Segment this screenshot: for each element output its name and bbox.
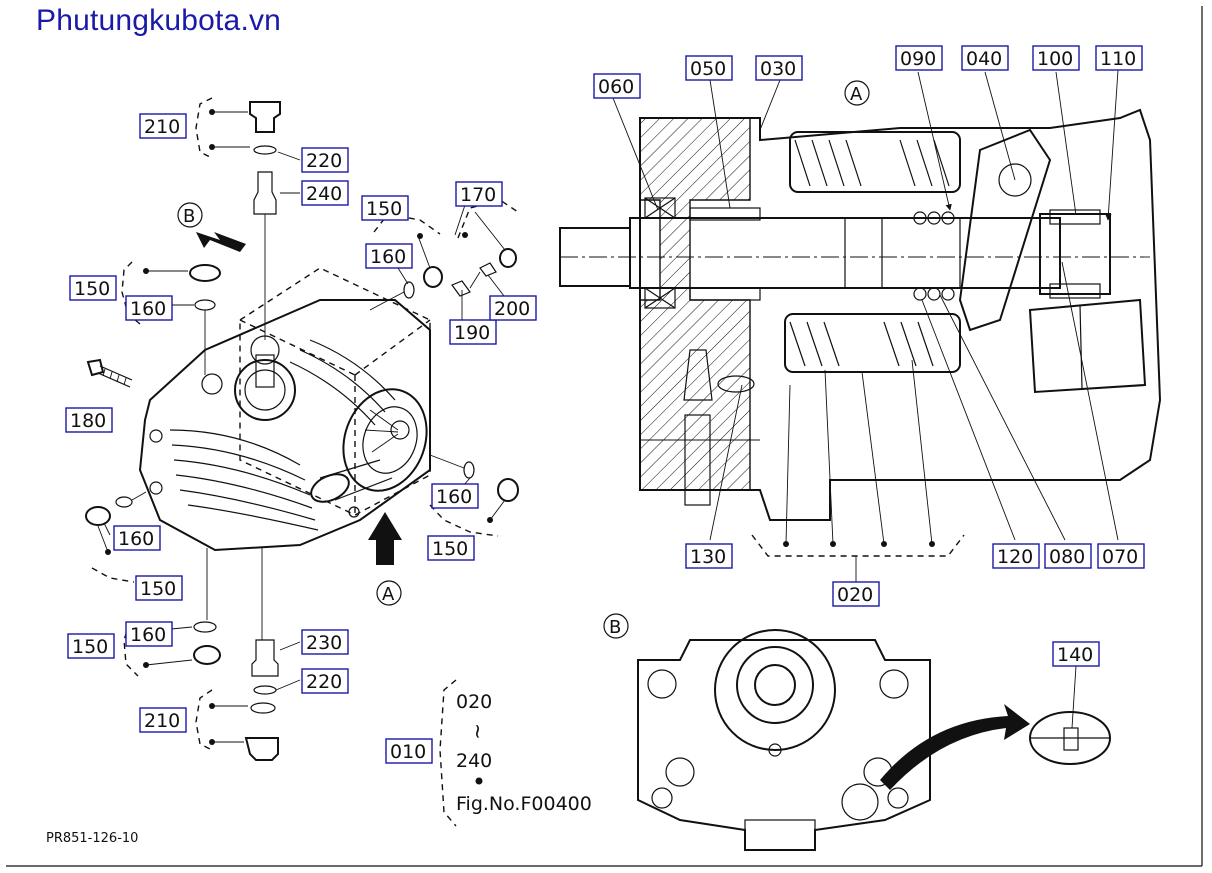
- view-marker-a-left: A: [376, 580, 402, 606]
- view-b-detail: [637, 629, 1111, 851]
- callout-040: 040: [961, 45, 1009, 71]
- svg-text:150: 150: [366, 198, 402, 220]
- callout-160-left-upper: 160: [125, 295, 173, 321]
- svg-text:010: 010: [390, 741, 426, 763]
- svg-text:B: B: [183, 206, 195, 227]
- callout-180: 180: [65, 407, 113, 433]
- callout-240-top: 240: [301, 180, 349, 206]
- callout-210-top: 210: [139, 113, 187, 139]
- range-tilde: ~: [466, 723, 490, 740]
- svg-text:140: 140: [1057, 644, 1093, 666]
- view-a-arrow: [368, 512, 402, 565]
- callout-230: 230: [301, 629, 349, 655]
- callout-150-bottom: 150: [67, 633, 115, 659]
- svg-text:A: A: [850, 84, 863, 105]
- page-frame: [6, 6, 1203, 867]
- view-marker-a-right: A: [844, 80, 870, 106]
- svg-text:050: 050: [690, 58, 726, 80]
- svg-text:070: 070: [1102, 546, 1138, 568]
- svg-text:220: 220: [306, 150, 342, 172]
- figure-number: Fig.No.F00400: [456, 793, 592, 815]
- callout-200: 200: [489, 295, 537, 321]
- svg-text:160: 160: [130, 298, 166, 320]
- range-end: 240: [456, 750, 492, 772]
- callout-160-right-lower: 160: [431, 483, 479, 509]
- callout-070: 070: [1097, 543, 1145, 569]
- callout-150-left-lower: 150: [135, 575, 183, 601]
- watermark-logo: Phutungkubota.vn: [36, 4, 282, 37]
- detail-arrow: [880, 704, 1030, 790]
- callout-220-top: 220: [301, 147, 349, 173]
- svg-text:150: 150: [432, 538, 468, 560]
- svg-text:150: 150: [74, 278, 110, 300]
- svg-text:210: 210: [144, 116, 180, 138]
- callout-160-bottom: 160: [125, 621, 173, 647]
- view-marker-b-left: B: [177, 202, 203, 228]
- svg-text:160: 160: [130, 624, 166, 646]
- callout-060: 060: [593, 73, 641, 99]
- pump-cross-section-view: [559, 69, 1162, 582]
- svg-text:230: 230: [306, 632, 342, 654]
- callout-120: 120: [992, 543, 1040, 569]
- range-dot: [475, 777, 483, 785]
- callout-160-left-lower: 160: [113, 525, 161, 551]
- svg-text:110: 110: [1100, 48, 1136, 70]
- callout-150-left-upper: 150: [69, 275, 117, 301]
- svg-text:220: 220: [306, 671, 342, 693]
- callout-150-right-upper: 150: [361, 195, 409, 221]
- range-start: 020: [456, 691, 492, 713]
- svg-text:180: 180: [70, 410, 106, 432]
- svg-text:190: 190: [454, 322, 490, 344]
- drawing-code: PR851-126-10: [46, 831, 138, 846]
- view-marker-b-right: B: [603, 613, 629, 639]
- callout-140: 140: [1052, 641, 1100, 667]
- callout-020-section: 020: [832, 581, 880, 607]
- svg-text:090: 090: [900, 48, 936, 70]
- callout-150-right-lower: 150: [427, 535, 475, 561]
- callout-050: 050: [685, 55, 733, 81]
- svg-text:170: 170: [460, 184, 496, 206]
- callout-190: 190: [449, 319, 497, 345]
- svg-text:B: B: [609, 617, 621, 638]
- svg-text:150: 150: [72, 636, 108, 658]
- svg-text:080: 080: [1049, 546, 1085, 568]
- svg-text:100: 100: [1037, 48, 1073, 70]
- svg-text:150: 150: [140, 578, 176, 600]
- svg-text:160: 160: [370, 246, 406, 268]
- svg-text:040: 040: [966, 48, 1002, 70]
- callout-090: 090: [895, 45, 943, 71]
- callout-080: 080: [1044, 543, 1092, 569]
- callout-010: 010: [385, 738, 433, 764]
- svg-text:030: 030: [760, 58, 796, 80]
- view-b-arrow: [196, 232, 246, 252]
- svg-text:160: 160: [436, 486, 472, 508]
- svg-text:160: 160: [118, 528, 154, 550]
- callout-170: 170: [455, 181, 503, 207]
- svg-text:120: 120: [997, 546, 1033, 568]
- callout-110: 110: [1095, 45, 1143, 71]
- callout-030: 030: [755, 55, 803, 81]
- svg-text:240: 240: [306, 183, 342, 205]
- callout-100: 100: [1032, 45, 1080, 71]
- callout-220-bottom: 220: [301, 668, 349, 694]
- svg-text:060: 060: [598, 76, 634, 98]
- svg-text:210: 210: [144, 710, 180, 732]
- callout-160-right-upper: 160: [365, 243, 413, 269]
- callout-210-bottom: 210: [139, 707, 187, 733]
- svg-text:020: 020: [837, 584, 873, 606]
- callout-130: 130: [685, 543, 733, 569]
- svg-text:200: 200: [494, 298, 530, 320]
- svg-text:A: A: [382, 584, 395, 605]
- svg-text:130: 130: [690, 546, 726, 568]
- pump-housing-exploded-view: [85, 97, 519, 761]
